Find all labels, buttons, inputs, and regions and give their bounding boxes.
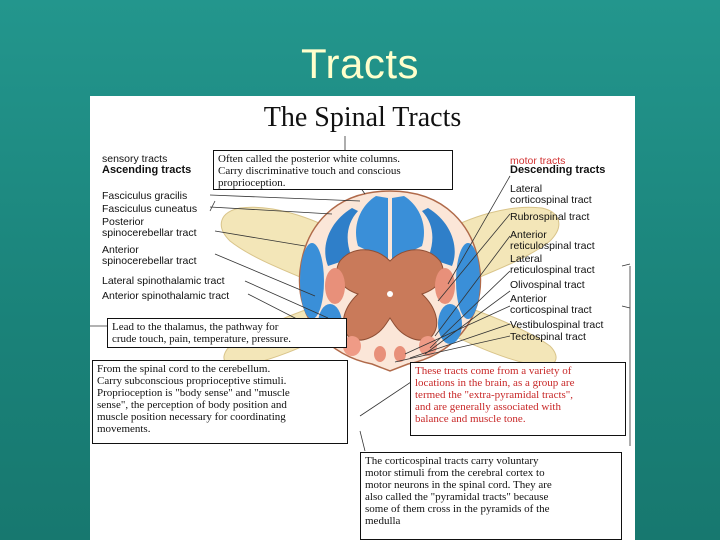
sensory-tracts-label: sensory tracts [102, 153, 168, 165]
reticulospinal-left [343, 336, 361, 356]
label-anterior-spinocerebellar: spinocerebellar tract [102, 255, 197, 267]
label-fasciculus-gracilis: Fasciculus gracilis [102, 190, 188, 202]
anterior-corticospinal-left [374, 346, 386, 362]
fasciculus-cuneatus-area-right [422, 208, 455, 266]
label-anterior-3: Anterior [510, 293, 547, 305]
label-anterior-2: Anterior [510, 229, 547, 241]
label-lateral-corticospinal: corticospinal tract [510, 194, 592, 206]
label-anterior-reticulospinal: reticulospinal tract [510, 240, 595, 252]
central-canal [387, 291, 393, 297]
anterior-corticospinal-right [394, 346, 406, 362]
label-posterior: Posterior [102, 216, 145, 228]
fasciculus-cuneatus-area [325, 208, 358, 266]
note-corticospinal: The corticospinal tracts carry voluntary… [360, 452, 622, 540]
label-fasciculus-cuneatus: Fasciculus cuneatus [102, 203, 198, 215]
label-tectospinal: Tectospinal tract [510, 331, 586, 343]
label-lateral-reticulospinal: reticulospinal tract [510, 264, 595, 276]
note-cerebellum: From the spinal cord to the cerebellum. … [92, 360, 348, 444]
spinothalamic-right [438, 304, 462, 344]
note-thalamus: Lead to the thalamus, the pathway for cr… [107, 318, 347, 348]
spinocerebellar-left [300, 243, 324, 319]
lateral-corticospinal-right [435, 268, 455, 304]
fasciculus-gracilis-area-right [392, 196, 424, 261]
label-lateral-1: Lateral [510, 183, 543, 195]
spinal-cord-cross-section [90, 136, 631, 452]
note-extrapyramidal: These tracts come from a variety of loca… [410, 362, 626, 436]
fasciculus-gracilis-area [356, 196, 388, 261]
figure-heading: The Spinal Tracts [263, 102, 462, 133]
note-posterior-columns: Often called the posterior white columns… [213, 150, 453, 190]
label-vestibulospinal: Vestibulospinal tract [510, 319, 604, 331]
spinal-tracts-figure: The Spinal Tracts [90, 96, 635, 540]
descending-tracts-heading: Descending tracts [510, 164, 606, 176]
label-anterior: Anterior [102, 244, 139, 256]
lateral-corticospinal-left [325, 268, 345, 304]
slide-title: Tracts [300, 40, 420, 87]
motor-tracts-label: motor tracts [510, 155, 566, 167]
label-rubrospinal: Rubrospinal tract [510, 211, 590, 223]
label-lateral-2: Lateral [510, 253, 543, 265]
label-anterior-spinothalamic: Anterior spinothalamic tract [102, 290, 230, 302]
label-anterior-corticospinal: corticospinal tract [510, 304, 592, 316]
label-lateral-spinothalamic: Lateral spinothalamic tract [102, 275, 225, 287]
label-olivospinal: Olivospinal tract [510, 279, 585, 291]
ascending-tracts-heading: Ascending tracts [102, 164, 192, 176]
label-posterior-spinocerebellar: spinocerebellar tract [102, 227, 197, 239]
